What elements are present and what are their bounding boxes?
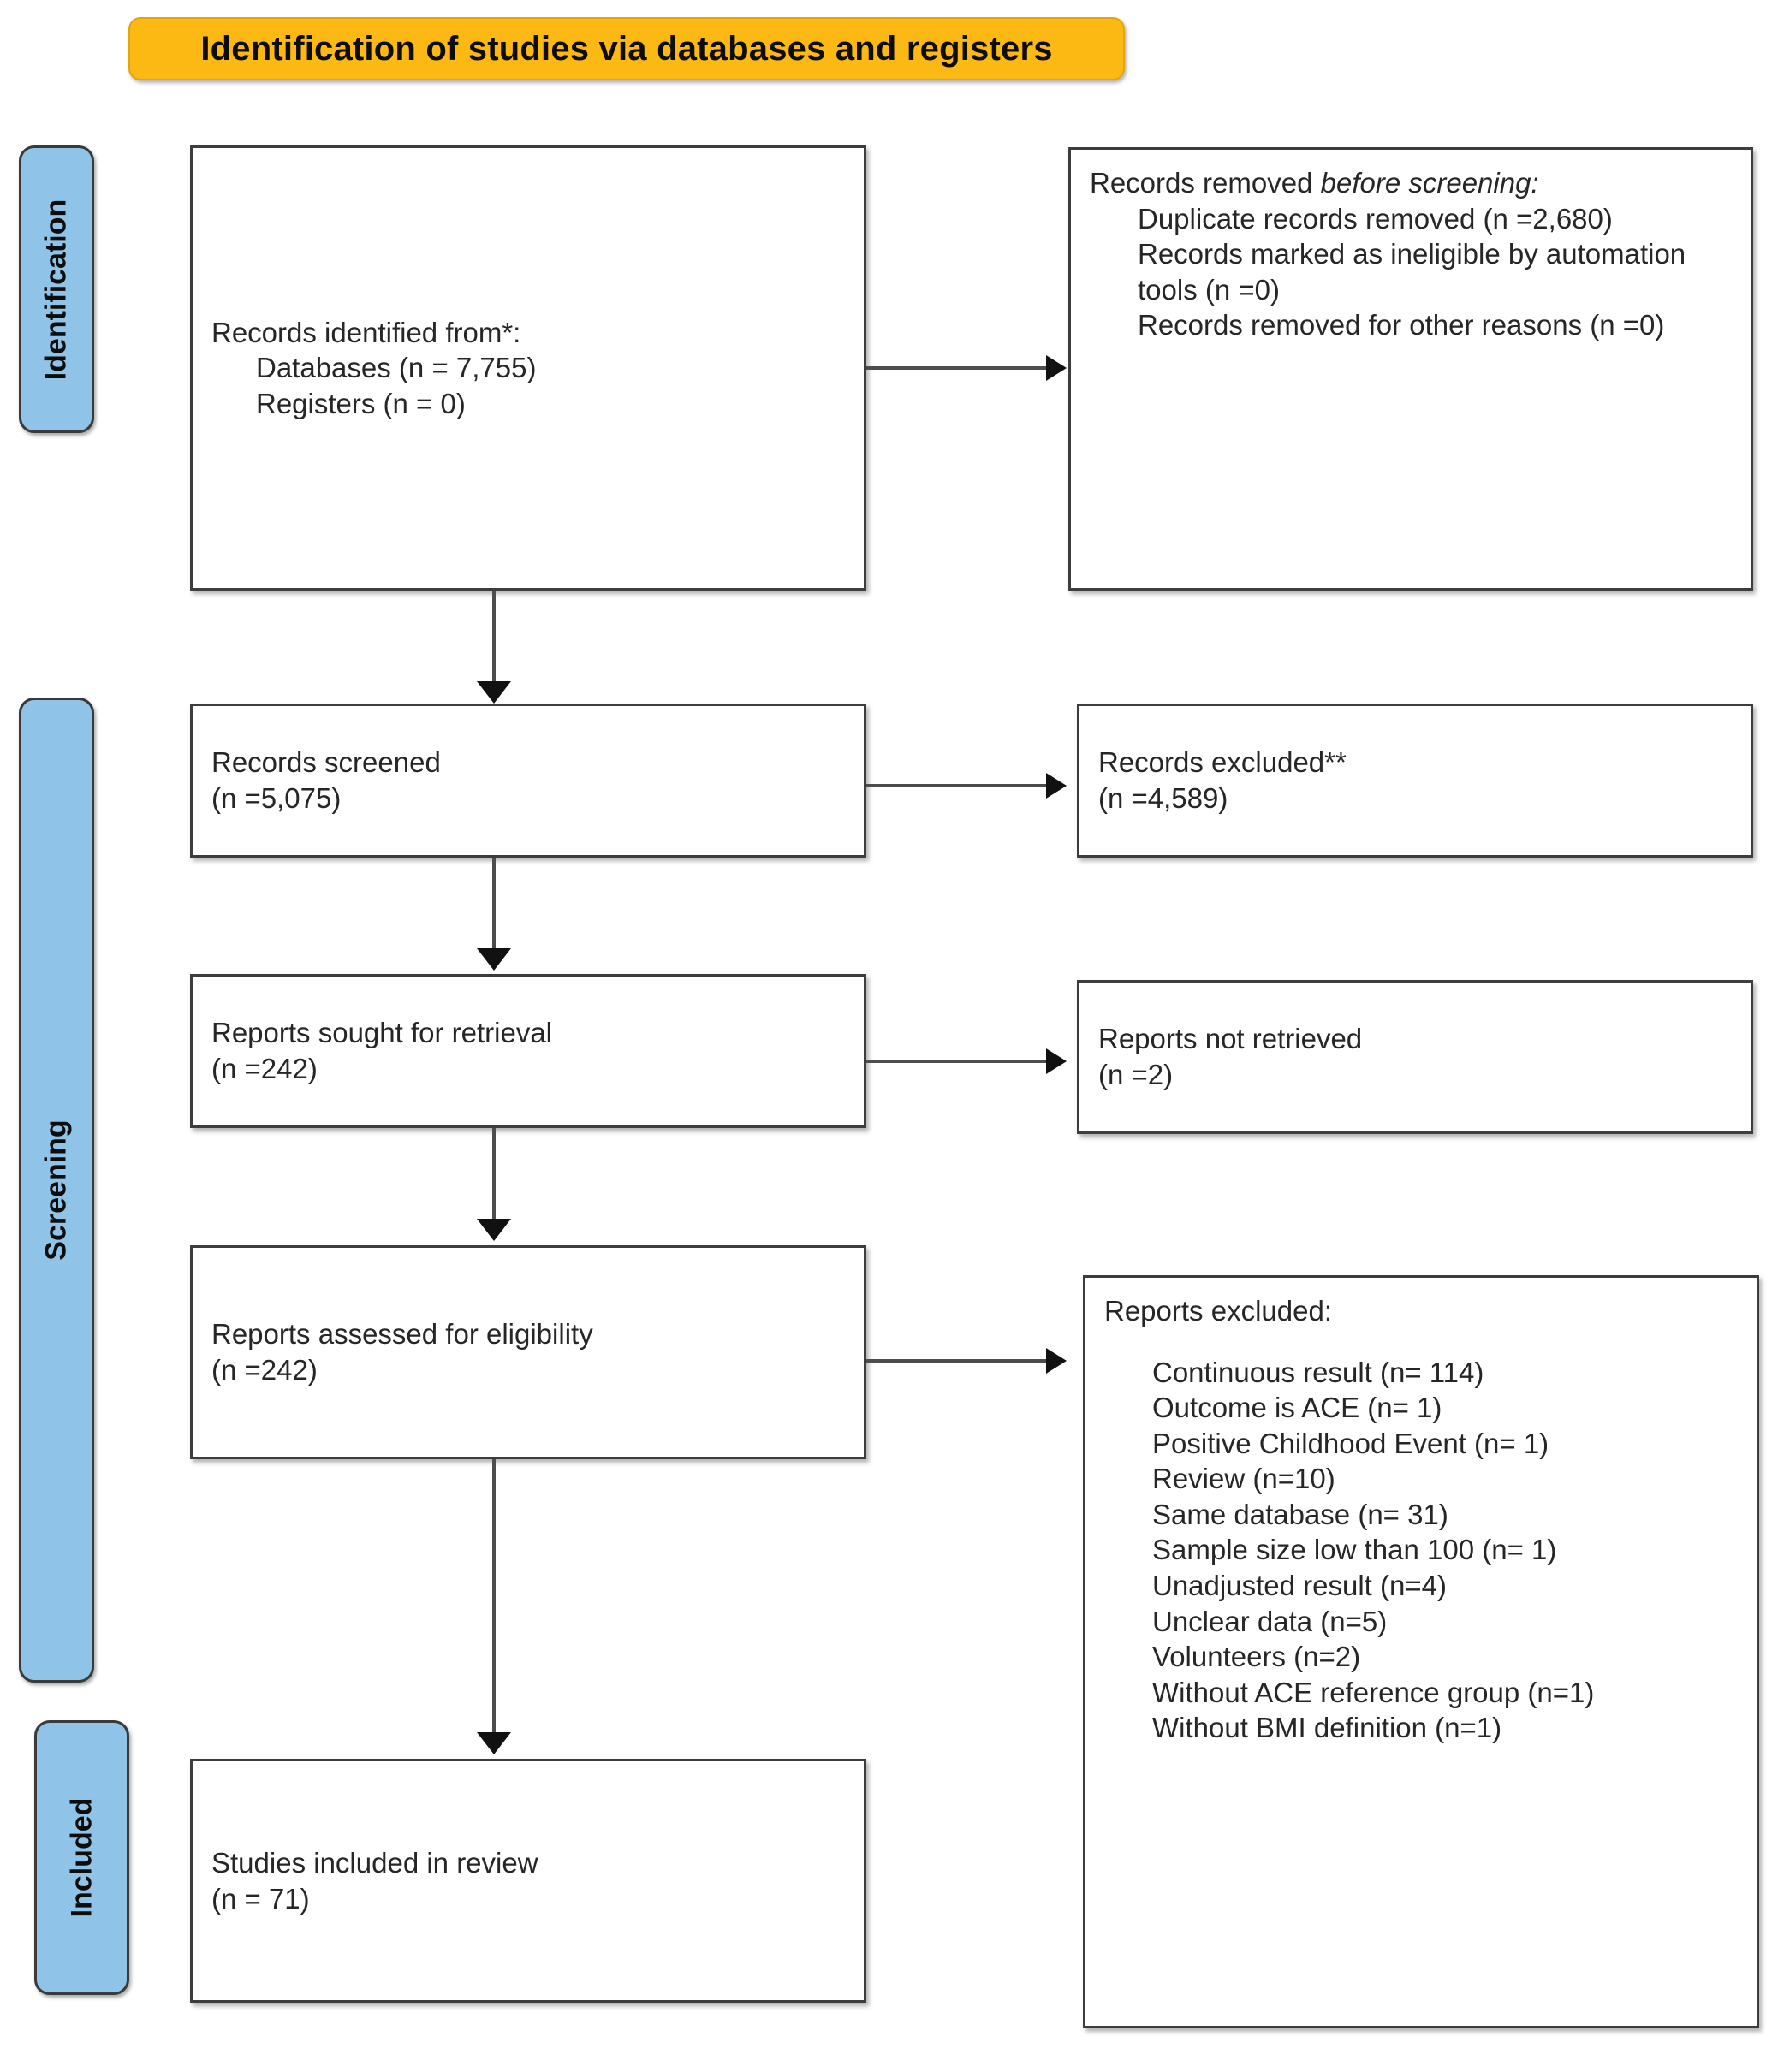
box-records-screened: Records screened (n =5,075): [190, 704, 866, 858]
reports-excluded-spacer: [1104, 1329, 1738, 1355]
box-reports-sought: Reports sought for retrieval (n =242): [190, 974, 866, 1128]
records-removed-item-automation: Records marked as ineligible by automati…: [1138, 238, 1686, 306]
records-identified-title: Records identified from*:: [211, 316, 521, 348]
box-records-identified: Records identified from*: Databases (n =…: [190, 145, 866, 591]
box-reports-excluded: Reports excluded: Continuous result (n= …: [1083, 1275, 1759, 2028]
box-reports-assessed: Reports assessed for eligibility (n =242…: [190, 1245, 866, 1459]
box-records-removed: Records removed before screening: Duplic…: [1068, 147, 1753, 591]
connector-screened-to-sought: [492, 858, 496, 953]
reports-assessed-line1: Reports assessed for eligibility: [211, 1318, 593, 1351]
reports-excluded-item-positive-childhood: Positive Childhood Event (n= 1): [1152, 1427, 1549, 1459]
stage-bar-included: Included: [34, 1720, 129, 1995]
connector-identified-to-removed: [866, 366, 1048, 370]
connector-sought-to-not-retrieved: [866, 1060, 1048, 1063]
records-removed-title: Records removed before screening:: [1090, 165, 1732, 201]
arrow-identified-to-removed: [1046, 355, 1067, 381]
stage-bar-identification: Identification: [19, 145, 94, 433]
arrow-screened-to-sought: [477, 948, 511, 971]
reports-assessed-line2: (n =242): [211, 1354, 318, 1386]
box-studies-included: Studies included in review (n = 71): [190, 1759, 866, 2003]
box-records-excluded: Records excluded** (n =4,589): [1077, 704, 1753, 858]
arrow-screened-to-excluded: [1046, 773, 1067, 799]
reports-excluded-item-continuous: Continuous result (n= 114): [1152, 1356, 1484, 1388]
connector-identified-to-screened: [492, 591, 496, 686]
reports-excluded-item-outcome-ace: Outcome is ACE (n= 1): [1152, 1392, 1442, 1424]
reports-excluded-item-unadjusted: Unadjusted result (n=4): [1152, 1570, 1447, 1602]
reports-excluded-item-no-bmi-def: Without BMI definition (n=1): [1152, 1712, 1502, 1744]
stage-label-identification: Identification: [39, 199, 73, 380]
reports-excluded-item-review: Review (n=10): [1152, 1463, 1335, 1495]
records-excluded-line1: Records excluded**: [1098, 746, 1347, 779]
reports-not-retrieved-line1: Reports not retrieved: [1098, 1023, 1363, 1055]
stage-bar-screening: Screening: [19, 698, 94, 1683]
reports-excluded-item-volunteers: Volunteers (n=2): [1152, 1641, 1361, 1673]
arrow-assessed-to-reports-excluded: [1046, 1348, 1067, 1374]
records-excluded-line2: (n =4,589): [1098, 782, 1228, 814]
arrow-identified-to-screened: [477, 681, 511, 704]
diagram-title-banner: Identification of studies via databases …: [128, 17, 1125, 80]
records-removed-title-italic: before screening:: [1320, 167, 1539, 199]
records-removed-title-normal: Records removed: [1090, 167, 1321, 199]
stage-label-screening: Screening: [39, 1119, 73, 1261]
records-screened-line1: Records screened: [211, 746, 441, 779]
arrow-assessed-to-included: [477, 1732, 511, 1754]
connector-assessed-to-reports-excluded: [866, 1359, 1048, 1363]
reports-excluded-item-sample-size: Sample size low than 100 (n= 1): [1152, 1534, 1557, 1566]
reports-excluded-item-same-database: Same database (n= 31): [1152, 1498, 1448, 1530]
stage-label-included: Included: [65, 1797, 98, 1918]
reports-sought-line2: (n =242): [211, 1053, 318, 1084]
diagram-title: Identification of studies via databases …: [200, 29, 1053, 68]
arrow-sought-to-not-retrieved: [1046, 1048, 1067, 1074]
reports-not-retrieved-line2: (n =2): [1098, 1059, 1174, 1090]
studies-included-line2: (n = 71): [211, 1882, 310, 1915]
arrow-sought-to-assessed: [477, 1219, 511, 1241]
reports-sought-line1: Reports sought for retrieval: [211, 1017, 553, 1049]
box-reports-not-retrieved: Reports not retrieved (n =2): [1077, 980, 1753, 1134]
reports-excluded-item-unclear-data: Unclear data (n=5): [1152, 1605, 1388, 1637]
records-removed-item-duplicates: Duplicate records removed (n =2,680): [1138, 202, 1613, 235]
records-removed-item-other: Records removed for other reasons (n =0): [1138, 309, 1665, 341]
reports-excluded-title: Reports excluded:: [1104, 1295, 1332, 1327]
connector-assessed-to-included: [492, 1459, 496, 1737]
records-screened-line2: (n =5,075): [211, 782, 342, 814]
connector-screened-to-excluded: [866, 784, 1048, 787]
records-identified-item-registers: Registers (n = 0): [256, 387, 466, 419]
records-identified-item-databases: Databases (n = 7,755): [256, 352, 537, 384]
studies-included-line1: Studies included in review: [211, 1846, 538, 1879]
reports-excluded-item-no-ace-ref: Without ACE reference group (n=1): [1152, 1676, 1595, 1708]
connector-sought-to-assessed: [492, 1128, 496, 1224]
